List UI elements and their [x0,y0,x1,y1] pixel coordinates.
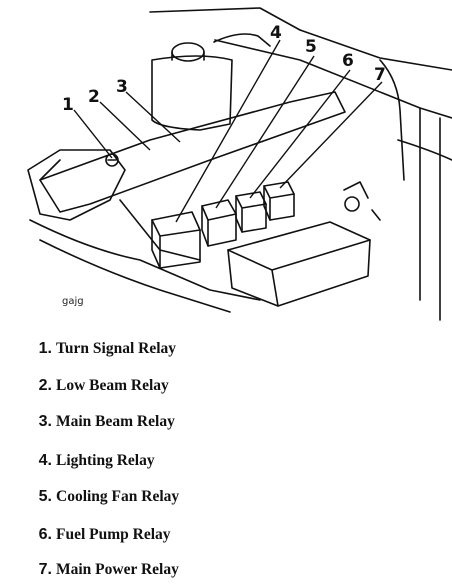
legend-item: 3. Main Beam Relay [0,413,175,437]
relay-7 [263,181,295,221]
legend-number: 5. [38,488,52,505]
legend-label: Turn Signal Relay [56,340,177,357]
legend-label: Low Beam Relay [56,377,169,394]
legend-number: 2. [38,377,52,394]
callout-6: 6 [342,51,354,71]
legend-item: 4. Lighting Relay [0,452,155,476]
legend-number: 6. [38,526,52,543]
fuse-box [227,221,371,307]
legend-item: 5. Cooling Fan Relay [0,488,180,512]
legend-item: 1. Turn Signal Relay [0,340,176,364]
legend-label: Cooling Fan Relay [56,488,180,505]
illustration-code: gajg [62,296,84,307]
callout-5: 5 [305,37,317,57]
legend-number: 3. [38,413,52,430]
callout-1: 1 [62,95,74,115]
legend-number: 7. [38,561,52,578]
legend-label: Fuel Pump Relay [56,526,171,543]
reservoir-cap [171,42,205,62]
legend-label: Main Beam Relay [56,413,175,430]
legend-label: Lighting Relay [56,452,155,469]
legend-label: Main Power Relay [56,561,179,578]
legend-item: 2. Low Beam Relay [0,377,169,401]
relay-legend: 1. Turn Signal Relay 2. Low Beam Relay 3… [0,336,452,588]
callout-4: 4 [270,23,282,43]
legend-item: 7. Main Power Relay [0,561,179,585]
legend-item: 6. Fuel Pump Relay [0,526,171,550]
reservoir-tank [151,55,233,131]
callout-2: 2 [88,87,100,107]
relay-6 [235,191,267,233]
legend-number: 4. [38,452,52,469]
relay-4 [151,211,201,269]
engine-bay-illustration: 1 2 3 4 5 6 7 gajg [27,7,452,321]
callout-3: 3 [116,77,128,97]
legend-number: 1. [38,340,52,357]
relay-5 [201,199,237,247]
callout-7: 7 [374,65,386,85]
